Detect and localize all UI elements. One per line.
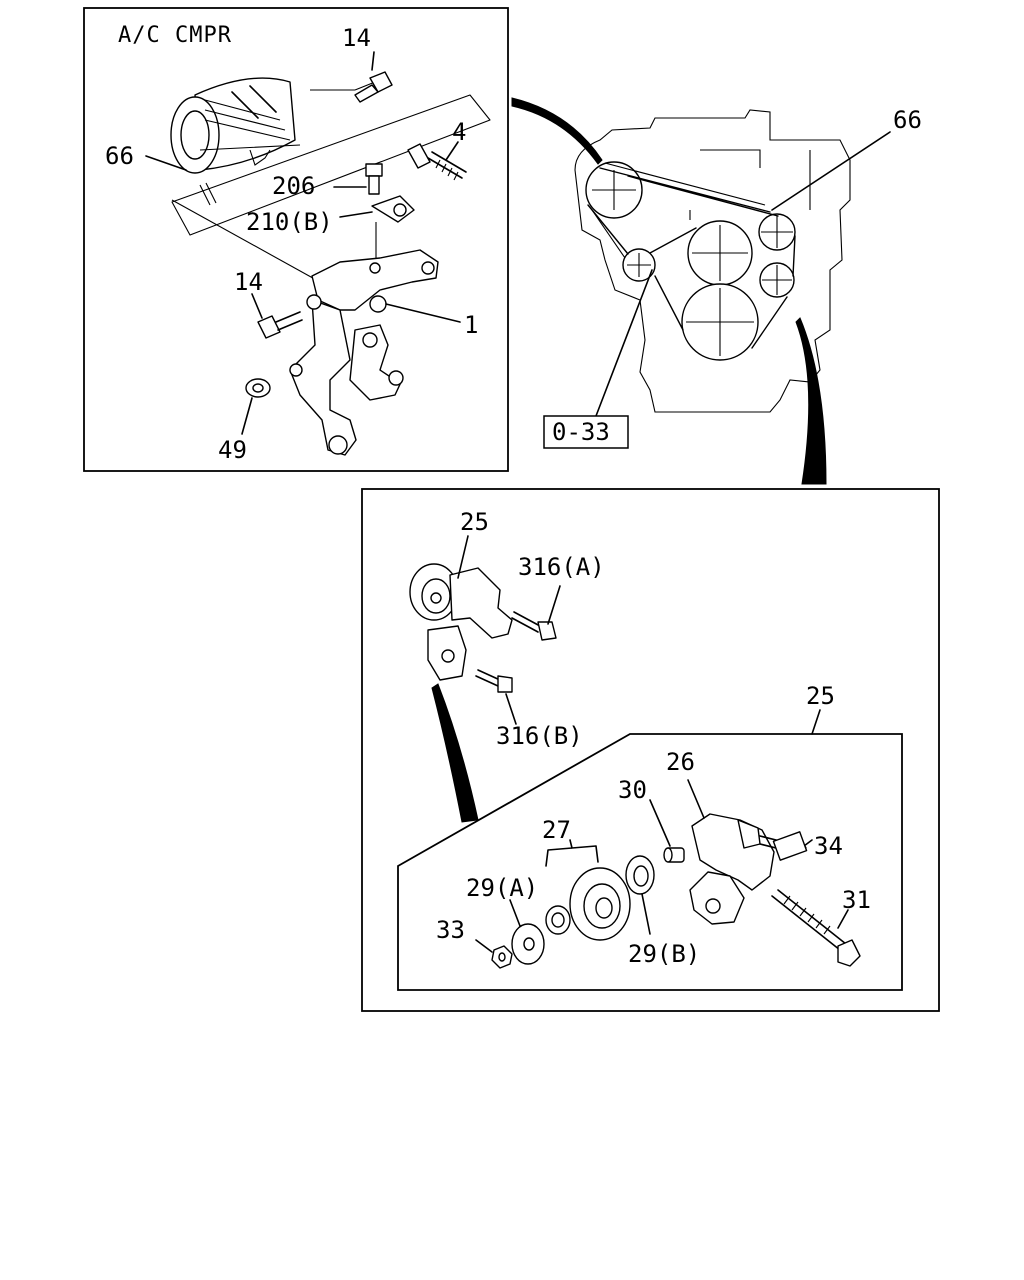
callout-25-detail: 25 [806, 682, 835, 710]
nut-33-illustration [475, 939, 513, 969]
bolt-316a-illustration [511, 585, 561, 641]
callout-30: 30 [618, 776, 647, 804]
callout-210b: 210(B) [246, 208, 333, 236]
callout-206: 206 [272, 172, 315, 200]
tensioner-frame [361, 488, 940, 1012]
reference-box [543, 415, 629, 449]
callout-316b: 316(B) [496, 722, 583, 750]
callout-316a: 316(A) [518, 553, 605, 581]
callout-14-top: 14 [342, 24, 371, 52]
ac-compressor-caption: A/C CMPR [118, 23, 232, 48]
nut-49-illustration [241, 378, 271, 435]
callout-31: 31 [842, 886, 871, 914]
bolt-14-left-illustration [251, 293, 303, 339]
bolt-34-head [772, 831, 808, 861]
bracket-26-illustration [687, 779, 775, 925]
compressor-bracket-frame [83, 7, 509, 472]
bolt-316b-illustration [475, 669, 517, 725]
plate-29a-illustration [509, 899, 545, 965]
tensioner-assembly-illustration [409, 535, 513, 681]
ac-compressor-illustration [170, 77, 491, 236]
washer-210b-illustration [339, 195, 415, 262]
reference-code-0-33: 0-33 [552, 418, 610, 446]
callout-49: 49 [218, 436, 247, 464]
mounting-bracket-illustration [171, 199, 461, 456]
callout-29a: 29(A) [466, 874, 538, 902]
callout-27: 27 [542, 816, 571, 844]
callout-1: 1 [464, 311, 478, 339]
pulley-27-illustration [545, 839, 631, 941]
bolt-4-illustration [407, 141, 467, 181]
compressor-bracket-panel: A/C CMPR 14 66 4 [83, 7, 509, 472]
callout-14-left: 14 [234, 268, 263, 296]
bolt-14-top-illustration [354, 51, 393, 103]
detail-frame [397, 733, 903, 991]
collar-30-illustration [649, 799, 685, 863]
callout-33: 33 [436, 916, 465, 944]
callout-34: 34 [814, 832, 843, 860]
bolt-31-illustration [771, 889, 861, 967]
pointer-tensioner-to-detail [431, 683, 479, 823]
leader-0-33 [595, 269, 653, 417]
callout-25-tensioner: 25 [460, 508, 489, 536]
bolt-206-illustration [333, 163, 383, 195]
plate-29b-illustration [625, 855, 655, 935]
engine-front-view [574, 109, 891, 413]
callout-4: 4 [452, 118, 466, 146]
callout-29b: 29(B) [628, 940, 700, 968]
pointer-panel-to-engine [511, 97, 603, 165]
callout-66-belt: 66 [105, 142, 134, 170]
tensioner-panel: 25 316(A) 316(B) 25 26 [361, 488, 940, 1012]
callout-26: 26 [666, 748, 695, 776]
callout-66-engine: 66 [893, 106, 922, 134]
pointer-engine-to-tensioner [795, 317, 827, 485]
